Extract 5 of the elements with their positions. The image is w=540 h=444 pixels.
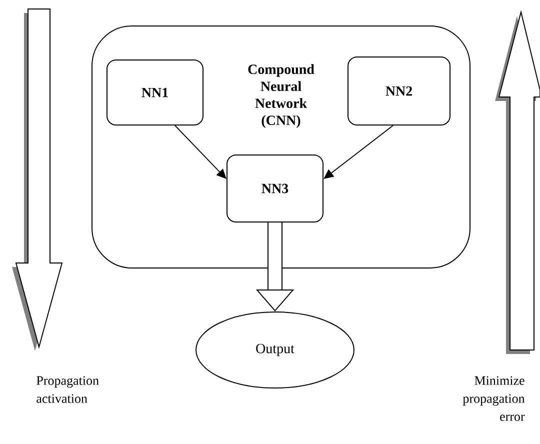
network-box: NN2: [348, 56, 450, 126]
caption-text: Propagation activation: [36, 376, 99, 403]
network-box: NN1: [106, 60, 204, 126]
network-box: NN3: [226, 154, 324, 222]
caption-text: Minimize propagation error: [462, 376, 525, 421]
